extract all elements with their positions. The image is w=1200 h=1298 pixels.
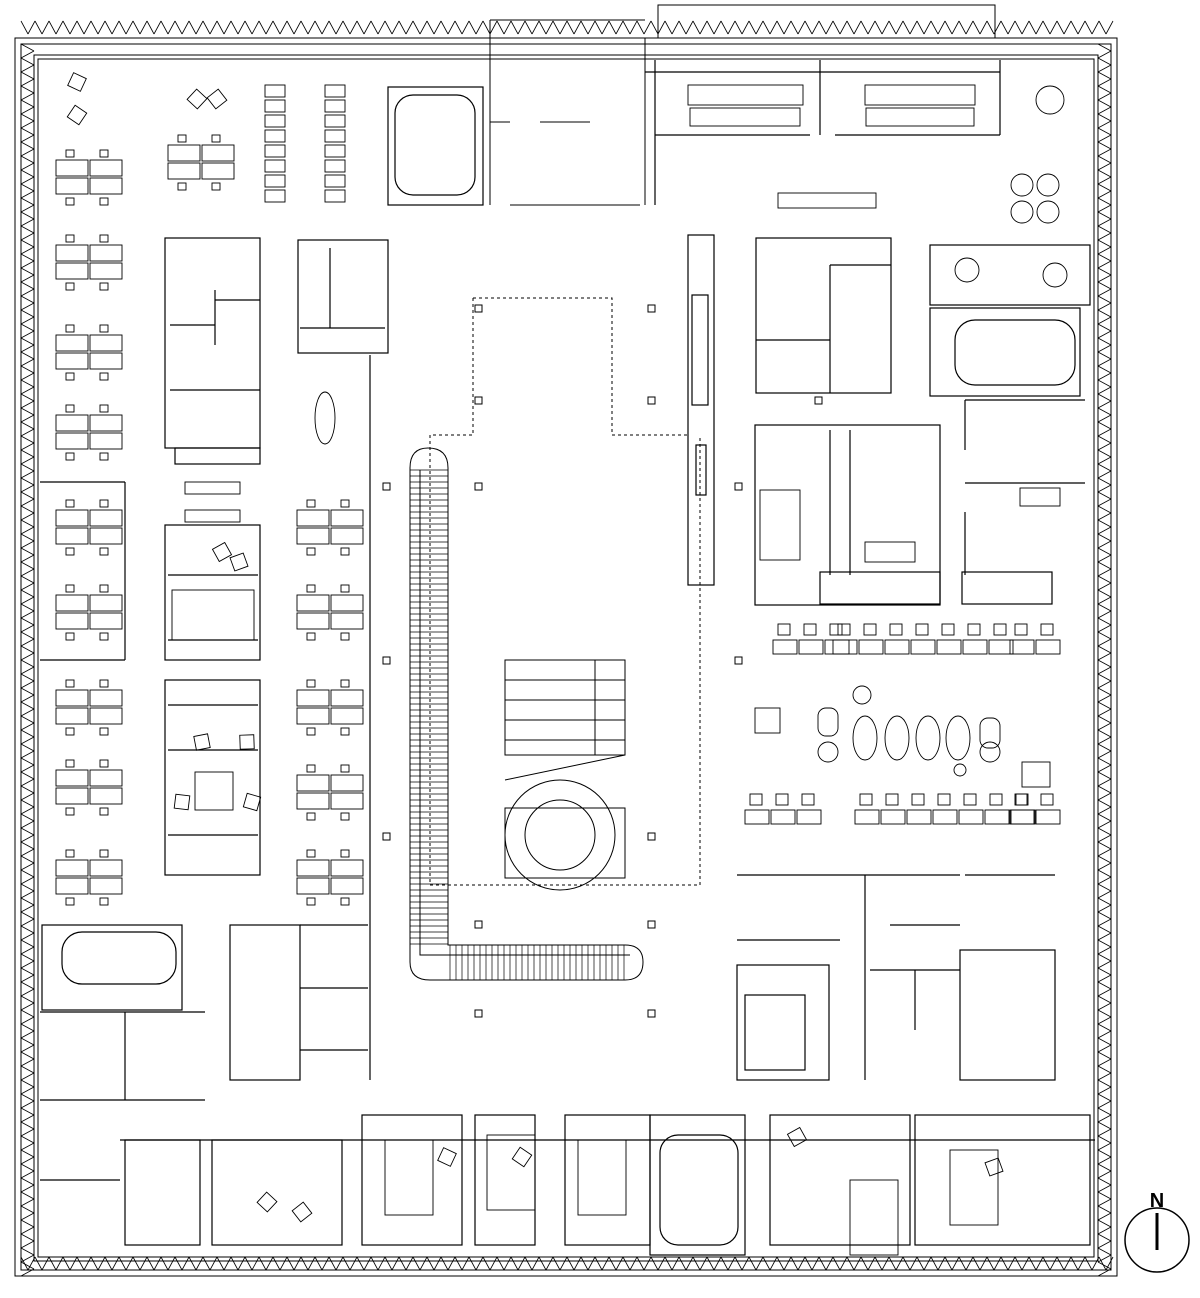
desk-cluster xyxy=(296,849,364,906)
interior-walls xyxy=(40,60,1095,1256)
desk-cluster xyxy=(167,134,235,191)
north-label: N xyxy=(1149,1190,1165,1212)
desk-cluster xyxy=(55,849,123,906)
desk-cluster xyxy=(296,679,364,736)
column xyxy=(474,1009,483,1018)
meeting-table xyxy=(849,1179,899,1256)
storage-unit xyxy=(324,84,346,98)
east-lounge xyxy=(754,685,1051,788)
desk-row xyxy=(854,793,1036,825)
lounge-chair xyxy=(291,1201,313,1223)
column xyxy=(382,482,391,491)
desk-cluster xyxy=(55,679,123,736)
lounge-chair xyxy=(256,1191,278,1213)
storage-unit xyxy=(324,189,346,203)
storage-unit xyxy=(324,174,346,188)
desk-cluster xyxy=(55,234,123,291)
desk-cluster xyxy=(296,764,364,821)
storage-unit xyxy=(324,129,346,143)
storage-unit xyxy=(324,159,346,173)
facade-frame xyxy=(14,20,1118,1277)
column xyxy=(382,656,391,665)
lounge-chair xyxy=(242,792,262,812)
storage-unit xyxy=(264,174,286,188)
atrium-grand-stair xyxy=(504,659,626,891)
desk-row xyxy=(744,793,822,825)
column xyxy=(382,832,391,841)
bar-table xyxy=(184,481,241,495)
storage-unit xyxy=(264,129,286,143)
meeting-table xyxy=(486,1134,536,1211)
desk-cluster xyxy=(55,324,123,381)
lounge-chair xyxy=(186,88,208,110)
desk-cluster xyxy=(55,499,123,556)
north-arrow xyxy=(1124,1207,1190,1273)
meeting-table xyxy=(384,1139,434,1216)
desk-cluster xyxy=(55,404,123,461)
desk-cluster xyxy=(296,584,364,641)
atrium xyxy=(382,297,823,1018)
lounge-chair xyxy=(511,1146,533,1168)
column xyxy=(647,1009,656,1018)
lounge-chair xyxy=(984,1157,1004,1177)
storage-unit xyxy=(264,189,286,203)
desk-cluster xyxy=(296,499,364,556)
column xyxy=(734,482,743,491)
meeting-table xyxy=(577,1139,627,1216)
lounge-chair xyxy=(173,793,191,811)
storage-unit xyxy=(264,114,286,128)
north-entrance xyxy=(489,4,996,206)
desk-cluster xyxy=(55,584,123,641)
desk-row xyxy=(1009,793,1061,825)
storage-unit xyxy=(264,99,286,113)
column xyxy=(474,920,483,929)
desk-cluster xyxy=(55,759,123,816)
lounge-chair xyxy=(239,734,255,750)
desk-cluster xyxy=(55,149,123,206)
meeting-table xyxy=(194,771,234,811)
lounge-chair xyxy=(211,541,233,563)
furniture xyxy=(55,72,1061,1256)
atrium-ramp xyxy=(409,447,644,981)
storage-unit xyxy=(264,144,286,158)
lounge-chair xyxy=(229,552,249,572)
lounge-chair xyxy=(786,1126,808,1148)
column xyxy=(647,920,656,929)
meeting-table xyxy=(949,1149,999,1226)
column xyxy=(814,396,823,405)
storage-unit xyxy=(264,159,286,173)
column xyxy=(647,832,656,841)
lounge-chair xyxy=(437,1147,457,1167)
lounge-chair xyxy=(66,104,88,126)
column xyxy=(474,482,483,491)
storage-unit xyxy=(324,144,346,158)
desk-row xyxy=(1009,623,1061,655)
ne-meeting-tables xyxy=(687,84,1068,288)
column xyxy=(474,396,483,405)
column xyxy=(474,304,483,313)
sofa xyxy=(759,489,801,561)
sofa xyxy=(864,541,916,563)
lounge-chair xyxy=(206,88,228,110)
desk-row xyxy=(832,623,1014,655)
structural-columns xyxy=(382,304,823,1018)
bar-table xyxy=(184,509,241,523)
lounge-chair xyxy=(67,72,87,92)
storage-unit xyxy=(264,84,286,98)
storage-unit xyxy=(324,99,346,113)
column xyxy=(647,304,656,313)
column xyxy=(647,396,656,405)
column xyxy=(734,656,743,665)
storage-unit xyxy=(324,114,346,128)
sofa xyxy=(1019,487,1061,507)
lounge-chair xyxy=(193,733,211,751)
meeting-table xyxy=(171,589,255,641)
oval-table xyxy=(314,391,336,445)
